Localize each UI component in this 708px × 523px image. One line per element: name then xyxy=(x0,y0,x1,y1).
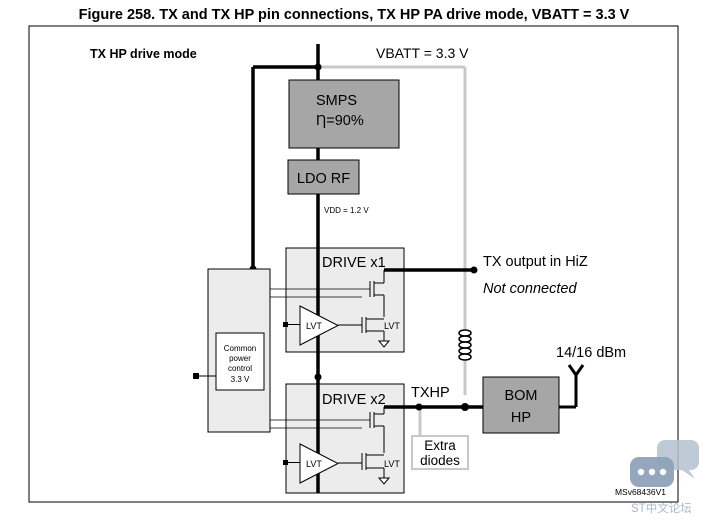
power-control-line4: 3.3 V xyxy=(231,375,250,384)
ldo-rf-label: LDO RF xyxy=(297,171,350,187)
junction-dot xyxy=(314,373,322,381)
drive-x2-block: DRIVE x2 LVT LVT xyxy=(270,383,405,494)
inductor-coil xyxy=(458,329,472,361)
drive-x2-lvt-in: LVT xyxy=(306,459,322,469)
smps-efficiency: Ƞ=90% xyxy=(316,113,364,129)
drive-x2-lvt-out: LVT xyxy=(384,459,400,469)
txhp-pin xyxy=(461,403,469,411)
mode-title: TX HP drive mode xyxy=(90,47,197,61)
vdd-label: VDD = 1.2 V xyxy=(324,206,369,215)
drive-x1-title: DRIVE x1 xyxy=(322,255,386,271)
ldo-rf-block: LDO RF xyxy=(287,159,360,195)
txhp-label: TXHP xyxy=(411,385,450,401)
reference-id: MSv68436V1 xyxy=(615,487,666,497)
drive-x1-lvt-out: LVT xyxy=(384,321,400,331)
bom-line2: HP xyxy=(511,410,531,426)
power-control-line2: power xyxy=(229,354,251,363)
drive-x1-block: DRIVE x1 LVT LVT xyxy=(270,247,405,353)
smps-block: SMPS Ƞ=90% xyxy=(288,79,400,149)
extra-diodes-block: Extra diodes xyxy=(411,435,469,470)
power-control-line3: control xyxy=(228,364,252,373)
bom-line1: BOM xyxy=(504,388,537,404)
figure-caption: Figure 258. TX and TX HP pin connections… xyxy=(79,7,630,23)
diagram-frame xyxy=(28,25,679,503)
junction-dot xyxy=(314,63,322,71)
power-control-line1: Common xyxy=(224,344,256,353)
power-dbm-label: 14/16 dBm xyxy=(556,345,626,361)
watermark-text: ST中文论坛 xyxy=(631,501,692,515)
extra-diodes-line1: Extra xyxy=(424,438,456,453)
tx-output-label: TX output in HiZ xyxy=(483,254,588,270)
power-control-block: Common power control 3.3 V xyxy=(207,268,271,433)
forum-watermark: ST中文论坛 xyxy=(630,440,699,515)
drive-x1-lvt-in: LVT xyxy=(306,321,322,331)
bom-hp-block: BOM HP xyxy=(482,376,560,434)
smps-label: SMPS xyxy=(316,93,357,109)
vbatt-rail xyxy=(318,65,467,395)
not-connected-label: Not connected xyxy=(483,281,577,297)
extra-diodes-line2: diodes xyxy=(420,453,460,468)
txhp-junction-dot xyxy=(415,403,423,411)
vbatt-label: VBATT = 3.3 V xyxy=(376,45,469,61)
tx-output-pin xyxy=(470,266,478,274)
antenna-icon xyxy=(559,364,585,409)
drive-x2-title: DRIVE x2 xyxy=(322,392,386,408)
control-input-pin xyxy=(193,373,199,379)
